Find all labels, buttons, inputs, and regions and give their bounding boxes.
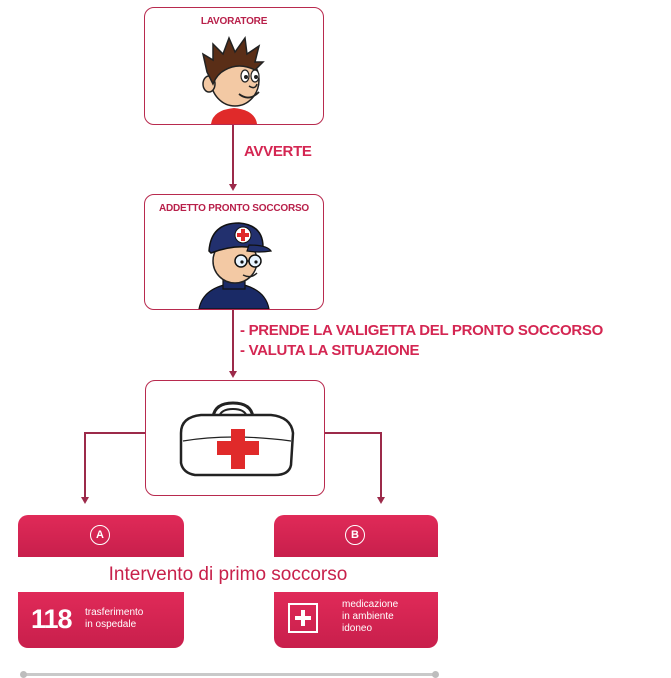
branch-right-horizontal bbox=[325, 432, 382, 434]
step-1-text: AVVERTE bbox=[244, 143, 312, 160]
step-2-text-line-1: - PRENDE LA VALIGETTA DEL PRONTO SOCCORS… bbox=[240, 322, 604, 339]
branch-left-arrow bbox=[81, 497, 89, 504]
option-a-header: A bbox=[18, 515, 184, 557]
option-a-letter: A bbox=[90, 525, 110, 545]
option-b-body: medicazione in ambiente idoneo bbox=[274, 592, 438, 648]
worker-icon bbox=[201, 35, 265, 124]
option-a-text-line-2: in ospedale bbox=[85, 619, 137, 630]
medical-cross-icon bbox=[288, 603, 318, 633]
option-b-text-line-1: medicazione bbox=[342, 599, 399, 610]
option-a-number: 118 bbox=[31, 604, 73, 634]
first-aider-icon bbox=[198, 222, 273, 309]
bottom-divider bbox=[22, 673, 436, 676]
option-b-letter: B bbox=[345, 525, 365, 545]
flow-arrow-2 bbox=[229, 371, 237, 378]
branch-left-horizontal bbox=[84, 432, 145, 434]
flow-connector-2 bbox=[232, 310, 234, 372]
option-b-text-line-3: idoneo bbox=[342, 623, 373, 634]
kit-box bbox=[145, 380, 325, 496]
option-a-text-line-1: trasferimento bbox=[85, 607, 144, 618]
branch-left-vertical bbox=[84, 432, 86, 498]
bottom-divider-dot-left bbox=[20, 671, 27, 678]
first-aid-kit-icon bbox=[179, 401, 295, 477]
step-2-text-line-2: - VALUTA LA SITUAZIONE bbox=[240, 342, 420, 359]
option-b-header: B bbox=[274, 515, 438, 557]
branch-right-arrow bbox=[377, 497, 385, 504]
intervention-title: Intervento di primo soccorso bbox=[18, 557, 438, 592]
option-a-body: 118 trasferimento in ospedale bbox=[18, 592, 184, 648]
branch-right-vertical bbox=[380, 432, 382, 498]
bottom-divider-dot-right bbox=[432, 671, 439, 678]
worker-label: LAVORATORE bbox=[200, 16, 268, 27]
option-b-text-line-2: in ambiente bbox=[342, 611, 394, 622]
flow-arrow-1 bbox=[229, 184, 237, 191]
flow-connector-1 bbox=[232, 125, 234, 185]
worker-box: LAVORATORE bbox=[144, 7, 324, 125]
first-aider-box: ADDETTO PRONTO SOCCORSO bbox=[144, 194, 324, 310]
first-aider-label: ADDETTO PRONTO SOCCORSO bbox=[158, 203, 310, 214]
